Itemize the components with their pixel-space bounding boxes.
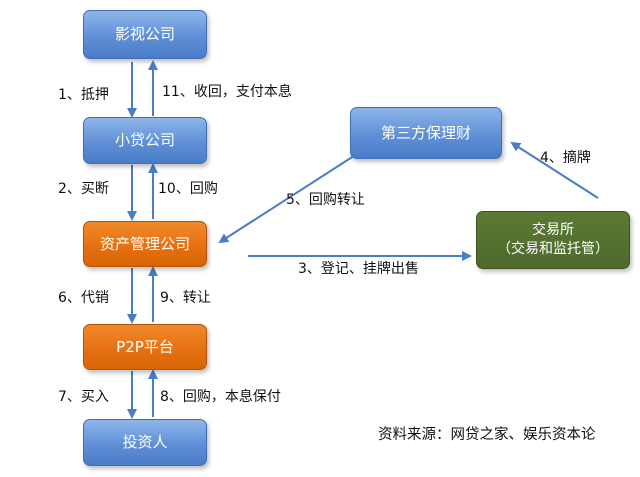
- node-p2p-label: P2P平台: [116, 337, 174, 356]
- arrow-5-buyback-transfer: [218, 151, 361, 244]
- edge-label-8: 8、回购，本息保付: [160, 389, 281, 405]
- node-exchange-label: 交易所: [532, 222, 574, 239]
- edge-label-2: 2、买断: [58, 181, 109, 197]
- node-loan-company: 小贷公司: [83, 117, 207, 164]
- edge-label-4: 4、摘牌: [540, 150, 591, 166]
- node-third-party: 第三方保理财: [350, 107, 502, 159]
- arrow-4-delist: [510, 141, 599, 199]
- source-note: 资料来源：网贷之家、娱乐资本论: [378, 427, 596, 443]
- edge-label-3: 3、登记、挂牌出售: [298, 261, 419, 277]
- edge-label-5: 5、回购转让: [286, 192, 365, 208]
- node-asset-mgmt-label: 资产管理公司: [99, 234, 190, 253]
- node-investor: 投资人: [83, 419, 207, 466]
- edge-label-1: 1、抵押: [58, 87, 109, 103]
- node-film-company: 影视公司: [83, 10, 207, 59]
- node-loan-company-label: 小贷公司: [114, 131, 175, 150]
- edge-label-6: 6、代销: [58, 290, 109, 306]
- node-exchange: 交易所 （交易和监托管）: [476, 211, 630, 269]
- node-p2p: P2P平台: [83, 324, 207, 370]
- node-exchange-sublabel: （交易和监托管）: [497, 241, 609, 257]
- node-third-party-label: 第三方保理财: [380, 123, 471, 142]
- node-asset-mgmt: 资产管理公司: [83, 221, 207, 267]
- edge-label-11: 11、收回，支付本息: [162, 84, 292, 100]
- node-investor-label: 投资人: [122, 433, 168, 452]
- edge-label-9: 9、转让: [160, 290, 211, 306]
- node-film-company-label: 影视公司: [114, 25, 175, 44]
- edge-label-10: 10、回购: [158, 181, 218, 197]
- edge-label-7: 7、买入: [58, 389, 109, 405]
